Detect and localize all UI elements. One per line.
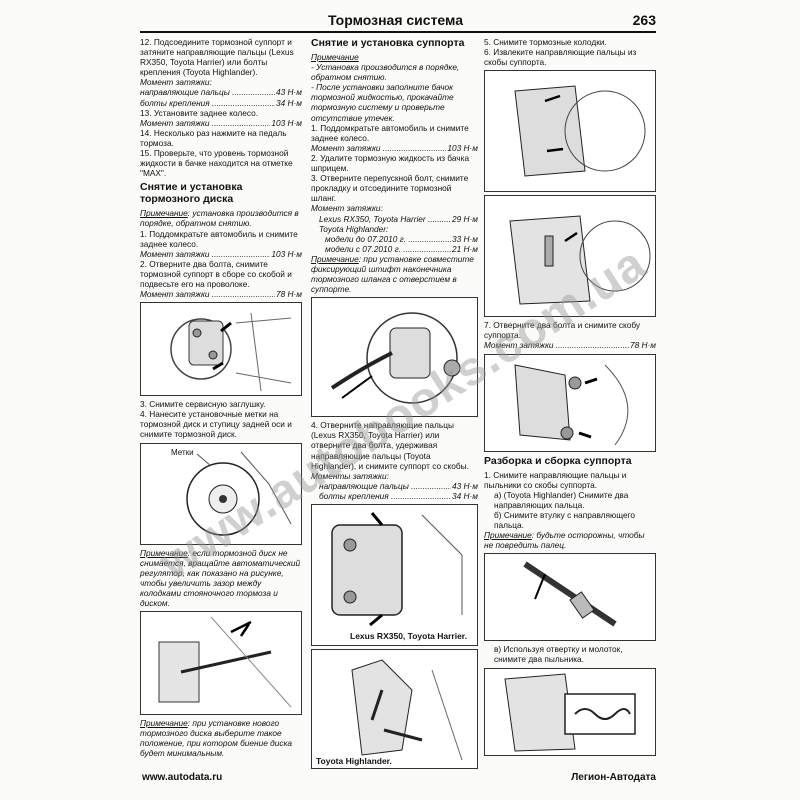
section-heading: Снятие и установка тормозного диска <box>140 181 243 206</box>
torque-row: Момент затяжки78 Н·м <box>140 289 302 300</box>
note-line: - После установки заполните бачок тормоз… <box>311 82 454 123</box>
section-heading: Снятие и установка суппорта <box>311 37 465 49</box>
torque-row: Lexus RX350, Toyota Harrier29 Н·м <box>311 213 478 224</box>
figure-caliper-bracket <box>484 353 656 452</box>
step-text: 14. Несколько раз нажмите на педаль торм… <box>140 127 287 148</box>
step-text: 4. Отверните направляющие пальцы (Lexus … <box>311 420 469 471</box>
step-text: б) Снимите втулку с направляющего пальца… <box>494 509 636 531</box>
figure-caliper-highlander: Toyota Highlander. <box>311 649 478 769</box>
torque-row: направляющие пальцы43 Н·м <box>311 480 478 491</box>
figure-caption: Toyota Highlander. <box>316 755 392 766</box>
step-text: а) (Toyota Highlander) Снимите два напра… <box>494 489 629 510</box>
step-text: 3. Снимите сервисную заглушку. <box>140 399 266 410</box>
step-text: 6. Извлеките направляющие пальцы из скоб… <box>484 47 637 68</box>
torque-label: Момент затяжки: <box>140 77 212 88</box>
step-text: 7. Отверните два болта и снимите скобу с… <box>484 320 641 341</box>
figure-caliper-lexus: Lexus RX350, Toyota Harrier. <box>311 504 478 646</box>
figure-caliper-removal <box>140 302 302 397</box>
step-text: в) Используя отвертку и молоток, снимите… <box>494 644 623 665</box>
torque-row: Момент затяжки103 Н·м <box>140 248 302 259</box>
step-text: 1. Поддомкратьте автомобиль и снимите за… <box>311 122 469 143</box>
note: Примечание: будьте осторожны, чтобы не п… <box>484 530 645 551</box>
torque-row: болты крепления34 Н·м <box>311 490 478 501</box>
step-text: 2. Удалите тормозную жидкость из бачка ш… <box>311 152 470 174</box>
torque-row: болты крепления34 Н·м <box>140 97 302 108</box>
figure-caption: Lexus RX350, Toyota Harrier. <box>350 630 468 641</box>
torque-label: Момент затяжки: <box>311 203 383 214</box>
figure-disc-marks: Метки <box>140 442 302 545</box>
note-line: - Установка производится в порядке, обра… <box>311 62 460 83</box>
column-right: 5. Снимите тормозные колодки. 6. Извлеки… <box>484 37 656 759</box>
step-text: 3. Отверните перепускной болт, снимите п… <box>311 173 469 204</box>
step-text: 5. Снимите тормозные колодки. <box>484 37 607 47</box>
note: Примечание: если тормозной диск не снима… <box>140 547 301 608</box>
page-header: Тормозная система 263 <box>140 11 656 33</box>
step-text: 1. Поддомкратьте автомобиль и снимите за… <box>140 228 298 249</box>
figure-dust-boots <box>484 667 656 756</box>
page-title: Тормозная система <box>328 12 463 28</box>
note: Примечание: при установке нового тормозн… <box>140 718 292 759</box>
note: Примечание: установка производится в пор… <box>140 208 299 229</box>
column-middle: Снятие и установка суппорта Примечание -… <box>311 37 478 772</box>
figure-guide-pin-bushing <box>484 553 656 642</box>
torque-row: Момент затяжки103 Н·м <box>311 142 478 153</box>
note: Примечание: при установке совместите фик… <box>311 253 474 295</box>
note-label: Примечание <box>311 52 359 62</box>
torque-subhead: Toyota Highlander: <box>319 223 389 234</box>
footer-website: www.autodata.ru <box>142 772 223 783</box>
step-text: 4. Нанесите установочные метки на тормоз… <box>140 409 292 440</box>
step-text: 13. Установите заднее колесо. <box>140 107 259 118</box>
torque-row: Момент затяжки78 Н·м <box>484 340 656 351</box>
figure-label: Метки <box>171 447 194 458</box>
step-text: 15. Проверьте, что уровень тормозной жид… <box>140 148 293 179</box>
figure-brake-pads <box>484 70 656 193</box>
page-number: 263 <box>632 12 656 28</box>
torque-row: направляющие пальцы43 Н·м <box>140 87 302 98</box>
figure-guide-pins <box>484 195 656 318</box>
figure-parking-adjuster <box>140 611 302 716</box>
torque-row: модели до 07.2010 г.33 Н·м <box>311 233 478 244</box>
section-heading: Разборка и сборка суппорта <box>484 454 632 467</box>
torque-row: Момент затяжки103 Н·м <box>140 117 302 128</box>
torque-row: модели с 07.2010 г.21 Н·м <box>311 243 478 254</box>
column-left: 12. Подсоедините тормозной суппорт и зат… <box>140 37 302 758</box>
step-text: 2. Отверните два болта, снимите тормозно… <box>140 258 292 289</box>
footer-publisher: Легион-Автодата <box>571 772 656 783</box>
step-text: 12. Подсоедините тормозной суппорт и зат… <box>140 37 294 78</box>
step-text: 1. Снимите направляющие пальцы и пыльник… <box>484 469 627 490</box>
figure-brake-hose <box>311 297 478 418</box>
torque-label: Моменты затяжки: <box>311 470 389 481</box>
